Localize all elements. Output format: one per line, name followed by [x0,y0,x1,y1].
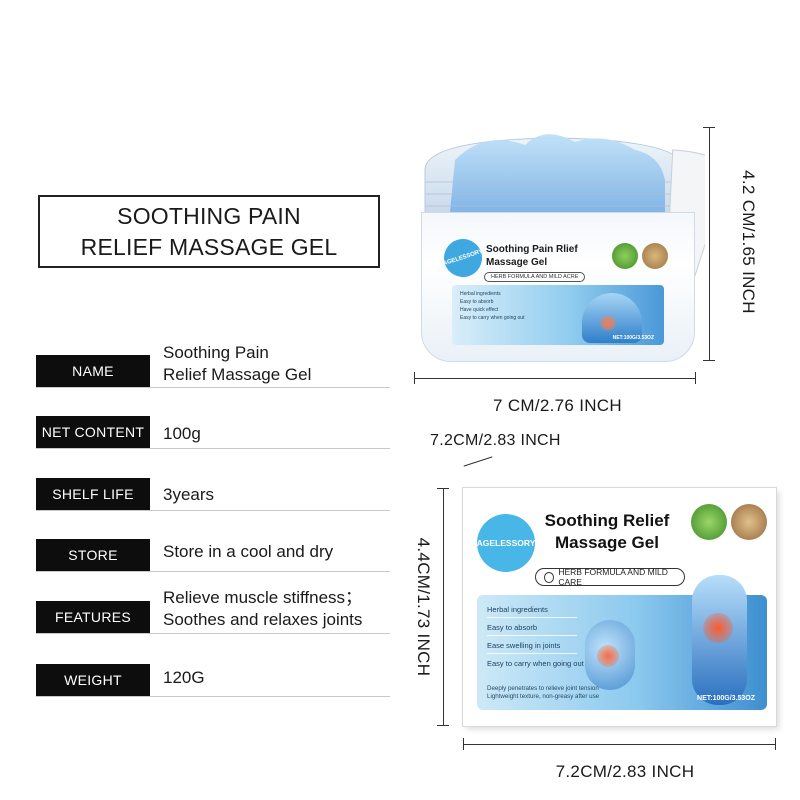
spec-value-weight: 120G [163,668,205,687]
spec-divider [36,510,390,511]
box-height-dimension-line [437,488,449,726]
jar-feature: Easy to carry when going out [460,315,525,321]
spec-value-name-line-2: Relief Massage Gel [163,365,312,384]
jar-title-line-1: Soothing Pain Rlief [486,244,578,255]
spec-value-store: Store in a cool and dry [163,542,334,561]
spec-label-store: STORE [36,539,150,571]
jar-width-label: 7 CM/2.76 INCH [493,396,622,415]
spec-value-net-content: 100g [163,424,201,443]
box-width-dimension-line [463,738,776,750]
spec-value-features-line-2: Soothes and relaxes joints [163,610,363,629]
box-net-weight: NET:100G/3.53OZ [697,695,755,702]
jar-label: AGELESSORY Soothing Pain Rlief Massage G… [421,212,695,362]
box-description: Deeply penetrates to relieve joint tensi… [487,685,599,701]
jar-net-weight: NET:100G/3.53OZ [612,335,654,341]
box-feature: Herbal ingredients [487,605,548,614]
jar-feature: Herbal ingredients [460,291,501,297]
box-brand-logo: AGELESSORY [477,514,535,572]
spec-label-net-content: NET CONTENT [36,416,150,448]
product-box: AGELESSORY Soothing Relief Massage Gel H… [463,488,776,726]
pain-spot-icon [600,315,616,331]
jar-title: Soothing Pain Rlief Massage Gel [486,243,578,269]
spec-value-features-line-1: Relieve muscle stiffness； [163,588,363,607]
jar-blue-panel: Herbal ingredients Easy to absorb Have q… [452,285,664,345]
pain-spot-icon [597,645,619,667]
box-ribbon: HERB FORMULA AND MILD CARE [535,567,685,587]
spec-value-name-line-1: Soothing Pain [163,343,269,362]
product-title-box: SOOTHING PAIN RELIEF MASSAGE GEL [38,195,380,268]
box-title-line-1: Soothing Relief [544,511,670,530]
spec-label-weight: WEIGHT [36,664,150,696]
feature-divider [487,635,577,636]
box-title-line-2: Massage Gel [555,533,659,552]
spec-divider [36,696,390,697]
box-description-line-1: Deeply penetrates to relieve joint tensi… [487,685,599,692]
title-line-1: SOOTHING PAIN [117,202,301,229]
herb-leaf-image [691,504,727,540]
spec-value-shelf-life: 3years [163,485,215,504]
box-description-line-2: Lightweight texture, non-greasy after us… [487,693,600,700]
box-feature: Easy to carry when going out [487,659,584,668]
box-depth-label: 7.2CM/2.83 INCH [430,432,561,449]
jar-feature: Easy to absorb [460,299,494,305]
box-height-label: 4.4CM/1.73 INCH [414,537,433,677]
box-depth-dimension-line [463,456,493,467]
jar-height-label: 4.2 CM/1.65 INCH [739,170,758,314]
jar-title-line-2: Massage Gel [486,257,548,268]
spec-label-features: FEATURES [36,601,150,633]
jar-brand-logo: AGELESSORY [439,234,487,282]
spec-divider [36,571,390,572]
jar-feature: Have quick effect [460,307,499,313]
herb-leaf-image [612,243,638,269]
spec-divider [36,448,390,449]
herb-root-image [731,504,767,540]
jar-ribbon: HERB FORMULA AND MILD ACRE [484,272,586,282]
box-blue-panel: Herbal ingredients Easy to absorb Ease s… [477,575,767,710]
jar-width-dimension-line [414,372,696,384]
pain-spot-icon [703,613,733,643]
spec-divider [36,633,390,634]
box-feature: Easy to absorb [487,623,538,632]
spec-label-shelf-life: SHELF LIFE [36,478,150,510]
box-title: Soothing Relief Massage Gel [537,510,677,554]
feature-divider [487,653,577,654]
herb-root-image [642,243,668,269]
spec-divider [36,387,390,388]
feature-divider [487,617,577,618]
box-width-label: 7.2CM/2.83 INCH [555,762,695,781]
jar-height-dimension-line [703,127,715,361]
box-feature: Ease swelling in joints [487,641,561,650]
title-line-2: RELIEF MASSAGE GEL [80,233,338,260]
spec-label-name: NAME [36,355,150,387]
box-ribbon-text: HERB FORMULA AND MILD CARE [558,567,668,587]
leaf-badge-icon [544,571,555,583]
